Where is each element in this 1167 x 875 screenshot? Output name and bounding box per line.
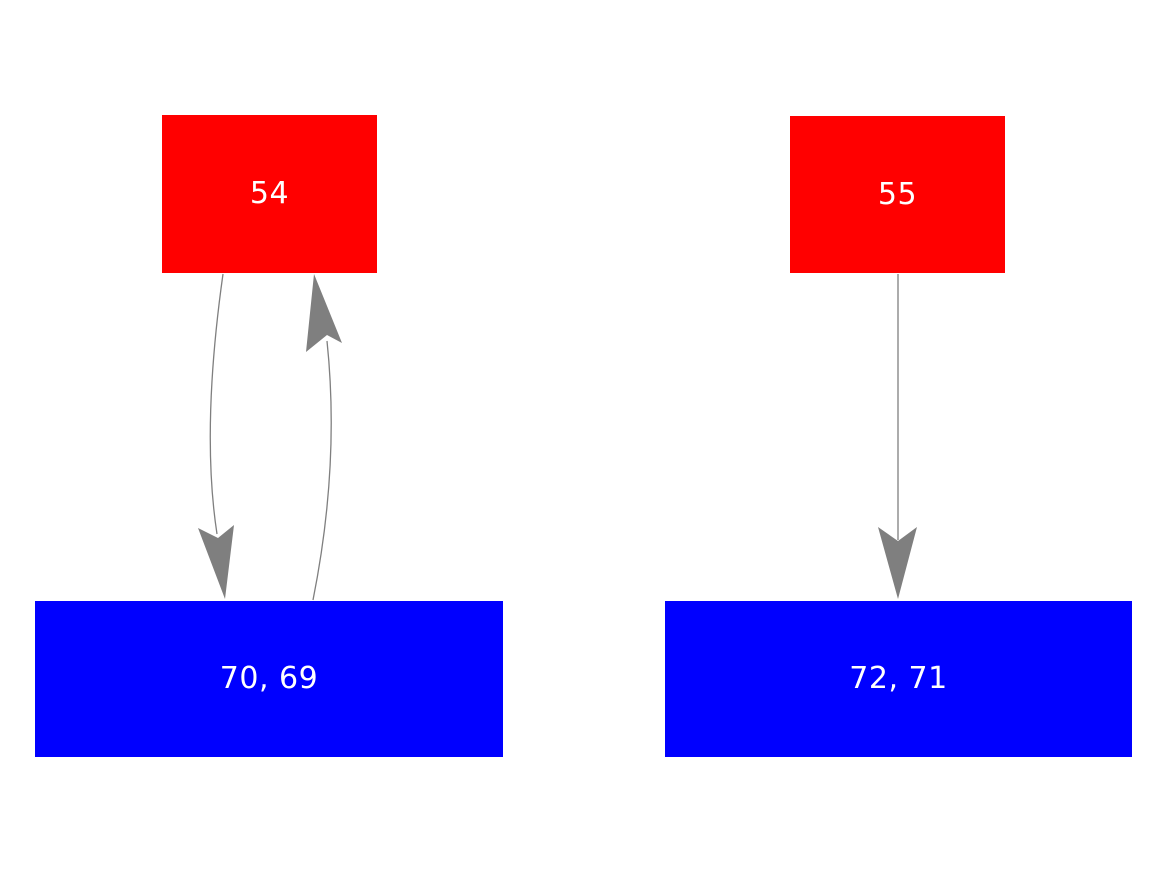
- edge-70-69-to-54: [312, 340, 332, 601]
- node-70-69-label: 70, 69: [219, 661, 319, 696]
- node-54: 54: [162, 115, 377, 273]
- node-70-69: 70, 69: [35, 601, 503, 757]
- arrowhead-up-left-icon: [306, 274, 342, 352]
- node-54-label: 54: [249, 176, 290, 211]
- node-55-label: 55: [877, 176, 918, 212]
- edge-54-to-70-69: [209, 273, 224, 535]
- node-55: 55: [790, 116, 1005, 273]
- arrowhead-down-right-icon: [878, 527, 917, 599]
- node-72-71: 72, 71: [665, 601, 1132, 757]
- node-72-71-label: 72, 71: [849, 661, 948, 696]
- arrowhead-down-left-icon: [198, 525, 234, 599]
